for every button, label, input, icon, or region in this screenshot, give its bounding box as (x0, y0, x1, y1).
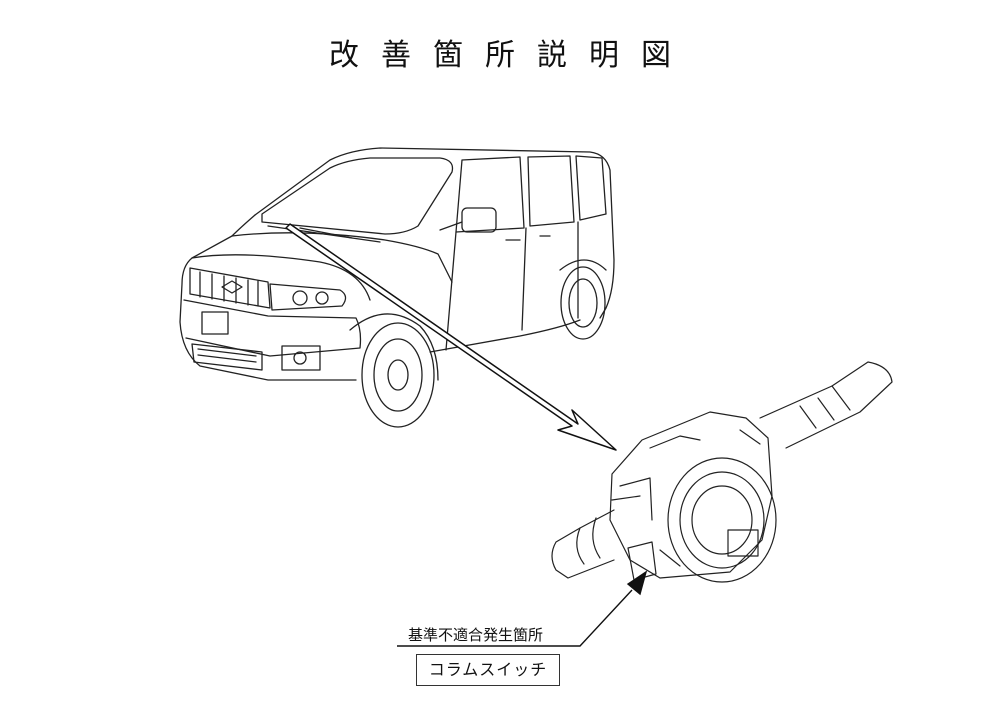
nonconformity-location-label: 基準不適合発生箇所 (408, 626, 544, 644)
callout-leader (397, 570, 648, 647)
column-switch-illustration (551, 361, 893, 583)
part-name-box: コラムスイッチ (416, 654, 560, 686)
page-title: 改善箇所説明図 (329, 38, 693, 73)
vehicle-illustration (179, 147, 615, 428)
pointer-arrow (285, 223, 617, 451)
